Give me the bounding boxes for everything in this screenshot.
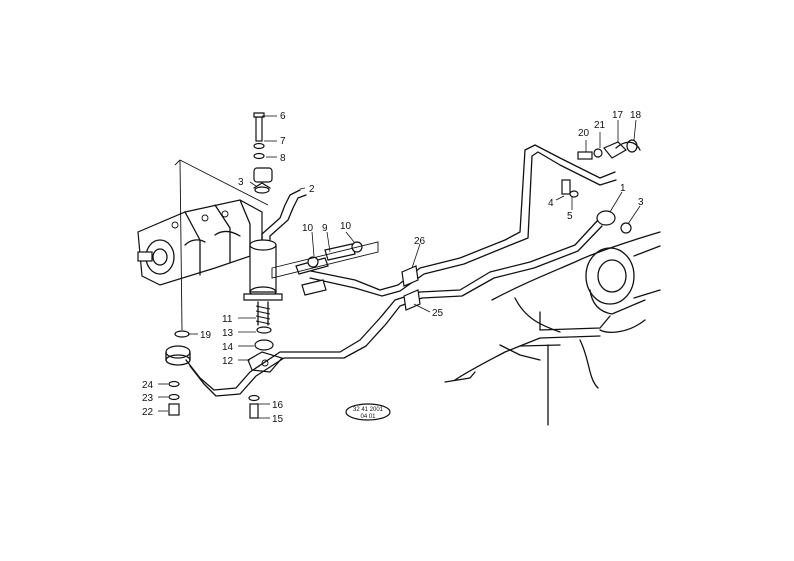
callout-14: 14 [222, 342, 234, 353]
callout-3-left: 3 [238, 177, 244, 188]
callout-21: 21 [594, 120, 606, 131]
callout-11: 11 [222, 314, 233, 325]
callout-23: 23 [142, 393, 154, 404]
callout-3-right: 3 [638, 197, 644, 208]
diagram-stamp: 32 41 2001 04 01 [345, 403, 391, 421]
oil-reservoir [243, 112, 307, 301]
callout-16: 16 [272, 400, 284, 411]
callout-9: 9 [322, 223, 328, 234]
callout-6: 6 [280, 111, 286, 122]
callout-24: 24 [142, 380, 154, 391]
callout-15: 15 [272, 414, 284, 425]
callout-5: 5 [567, 211, 573, 222]
callout-17: 17 [612, 110, 624, 121]
pump-fitting [165, 330, 191, 416]
callout-26: 26 [414, 236, 426, 247]
callout-10-right: 10 [340, 221, 352, 232]
callout-13: 13 [222, 328, 234, 339]
callout-7: 7 [280, 136, 286, 147]
callout-22: 22 [142, 407, 154, 418]
stamp-line-2: 04 01 [360, 414, 376, 420]
callout-8: 8 [280, 153, 286, 164]
callout-2: 2 [309, 184, 315, 195]
leader-lines [158, 115, 641, 419]
callout-numbers: 6 7 8 3 2 10 9 10 11 13 14 12 16 15 19 2… [142, 110, 644, 425]
callout-10-left: 10 [302, 223, 314, 234]
callout-1: 1 [620, 183, 626, 194]
engine-body-outline [444, 231, 661, 426]
steering-pump [137, 159, 269, 331]
callout-25: 25 [432, 308, 444, 319]
hydraulic-lines [185, 139, 641, 397]
callout-19: 19 [200, 330, 212, 341]
callout-4: 4 [548, 198, 554, 209]
stamp-line-1: 32 41 2001 [353, 407, 384, 413]
callout-12: 12 [222, 356, 234, 367]
callout-18: 18 [630, 110, 642, 121]
callout-20: 20 [578, 128, 590, 139]
